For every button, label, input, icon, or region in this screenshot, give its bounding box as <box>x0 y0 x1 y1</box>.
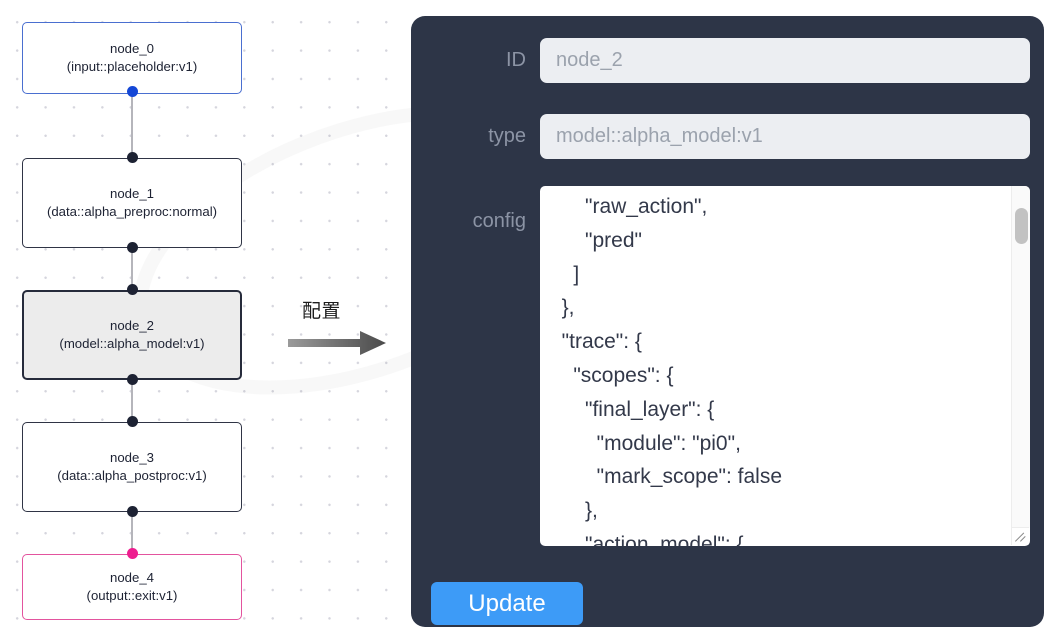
edge-node2-node3 <box>131 376 133 426</box>
config-field-label: config <box>472 210 526 232</box>
field-row-type: type <box>411 110 1044 162</box>
graph-node-title: node_0 <box>109 40 154 56</box>
resize-handle-icon[interactable] <box>1011 527 1029 545</box>
port-node_4-in[interactable] <box>126 548 138 559</box>
id-field-label: ID <box>506 48 526 71</box>
graph-node-type: (input::placeholder:v1) <box>66 59 198 74</box>
field-row-id: ID <box>411 34 1044 86</box>
graph-node-node_0[interactable]: node_0 (input::placeholder:v1) <box>22 22 242 94</box>
id-input[interactable] <box>540 37 1030 83</box>
node-graph-canvas[interactable]: node_0 (input::placeholder:v1) node_1 (d… <box>0 0 400 643</box>
node-config-panel: ID type config "raw_action", "pred" ] },… <box>411 16 1044 627</box>
graph-node-node_4[interactable]: node_4 (output::exit:v1) <box>22 554 242 620</box>
field-row-config: config "raw_action", "pred" ] }, "trace"… <box>411 186 1044 566</box>
config-scrollbar[interactable] <box>1011 186 1030 528</box>
transition-annotation: 配置 <box>288 296 398 362</box>
graph-node-type: (output::exit:v1) <box>86 588 178 603</box>
port-node_1-out[interactable] <box>126 242 138 253</box>
type-field-label: type <box>488 124 526 147</box>
port-node_3-in[interactable] <box>126 416 138 427</box>
port-node_3-out[interactable] <box>126 506 138 517</box>
graph-node-type: (data::alpha_postproc:v1) <box>57 468 207 483</box>
graph-node-title: node_2 <box>109 317 154 333</box>
edge-node3-node4 <box>131 508 133 554</box>
graph-node-type: (model::alpha_model:v1) <box>59 336 205 351</box>
edge-node1-node2 <box>131 244 133 314</box>
port-node_0-out[interactable] <box>126 86 138 97</box>
port-node_2-out[interactable] <box>126 374 138 385</box>
graph-node-title: node_1 <box>109 185 154 201</box>
update-button[interactable]: Update <box>431 582 583 625</box>
config-textarea[interactable]: "raw_action", "pred" ] }, "trace": { "sc… <box>561 195 782 546</box>
graph-node-title: node_4 <box>109 569 154 585</box>
port-node_1-in[interactable] <box>126 152 138 163</box>
type-input[interactable] <box>540 113 1030 159</box>
config-textarea-wrapper[interactable]: "raw_action", "pred" ] }, "trace": { "sc… <box>540 186 1030 546</box>
right-arrow-icon <box>288 330 388 361</box>
graph-node-title: node_3 <box>109 449 154 465</box>
edge-node0-node1 <box>131 92 133 162</box>
graph-node-node_2[interactable]: node_2 (model::alpha_model:v1) <box>22 290 242 380</box>
port-node_2-in[interactable] <box>126 284 138 295</box>
config-scrollbar-thumb[interactable] <box>1015 208 1028 244</box>
graph-node-node_3[interactable]: node_3 (data::alpha_postproc:v1) <box>22 422 242 512</box>
graph-node-type: (data::alpha_preproc:normal) <box>46 204 218 219</box>
transition-label: 配置 <box>302 300 342 322</box>
graph-node-node_1[interactable]: node_1 (data::alpha_preproc:normal) <box>22 158 242 248</box>
